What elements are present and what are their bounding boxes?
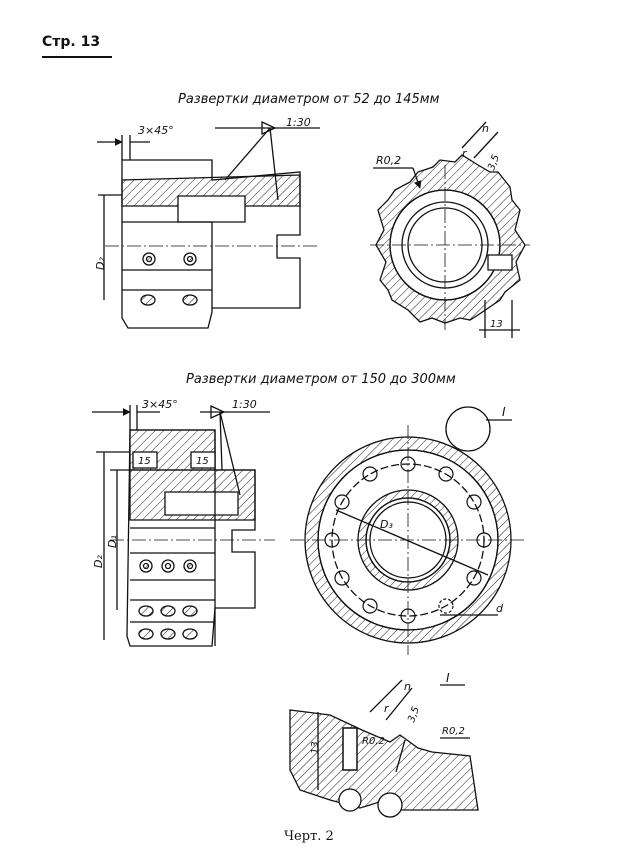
section-1-dim-35-label: 3,5 <box>486 153 502 172</box>
detail-label: I <box>446 671 450 685</box>
section-2-taper-label: 1:30 <box>232 398 257 411</box>
section-2-hole-label: d <box>496 602 504 615</box>
detail-radius-b-label: R0,2 <box>442 726 465 737</box>
section-2-chamfer-label: 3×45° <box>142 398 178 411</box>
section-2-callout-label: I <box>502 405 506 419</box>
detail-dim-35-label: 3,5 <box>406 705 422 724</box>
page-number-underline <box>42 56 112 58</box>
page-number: Стр. 13 <box>42 34 101 50</box>
detail-radius-a-label: R0,2 <box>362 736 385 747</box>
section-1-taper-label: 1:30 <box>286 116 311 129</box>
detail-dim-n-label: n <box>404 680 411 693</box>
section-2-diameter-d1-label: D₁ <box>106 535 119 548</box>
figure-caption: Черт. 2 <box>284 829 334 844</box>
reamer-1-end-view <box>370 121 530 338</box>
section-1-diameter-label: D₂ <box>94 257 107 270</box>
reamer-2-side-view <box>92 404 275 647</box>
section-2-diameter-d3-label: D₃ <box>380 518 393 531</box>
reamer-1-side-view <box>97 120 320 329</box>
detail-dim-r-label: r <box>384 702 390 715</box>
section-2-diameter-d2-label: D₂ <box>92 555 105 568</box>
section-1-dim-r-label: r <box>462 147 468 160</box>
reamer-2-bolt-circle <box>324 456 492 624</box>
section-1-radius-label: R0,2 <box>376 154 401 167</box>
section-1-chamfer-label: 3×45° <box>138 124 174 137</box>
section-2-dim-15b-label: 15 <box>196 456 209 467</box>
section-1-dim-n-label: n <box>482 122 489 135</box>
detail-view <box>289 679 479 818</box>
section-2-dim-15a-label: 15 <box>138 456 151 467</box>
section-1-dim-13-label: 13 <box>490 319 503 330</box>
section-2-title: Развертки диаметром от 150 до 300мм <box>186 372 456 387</box>
reamer-2-end-view <box>290 406 526 655</box>
section-1-title: Развертки диаметром от 52 до 145мм <box>178 92 440 107</box>
detail-dim-13-label: 13 <box>310 741 321 754</box>
